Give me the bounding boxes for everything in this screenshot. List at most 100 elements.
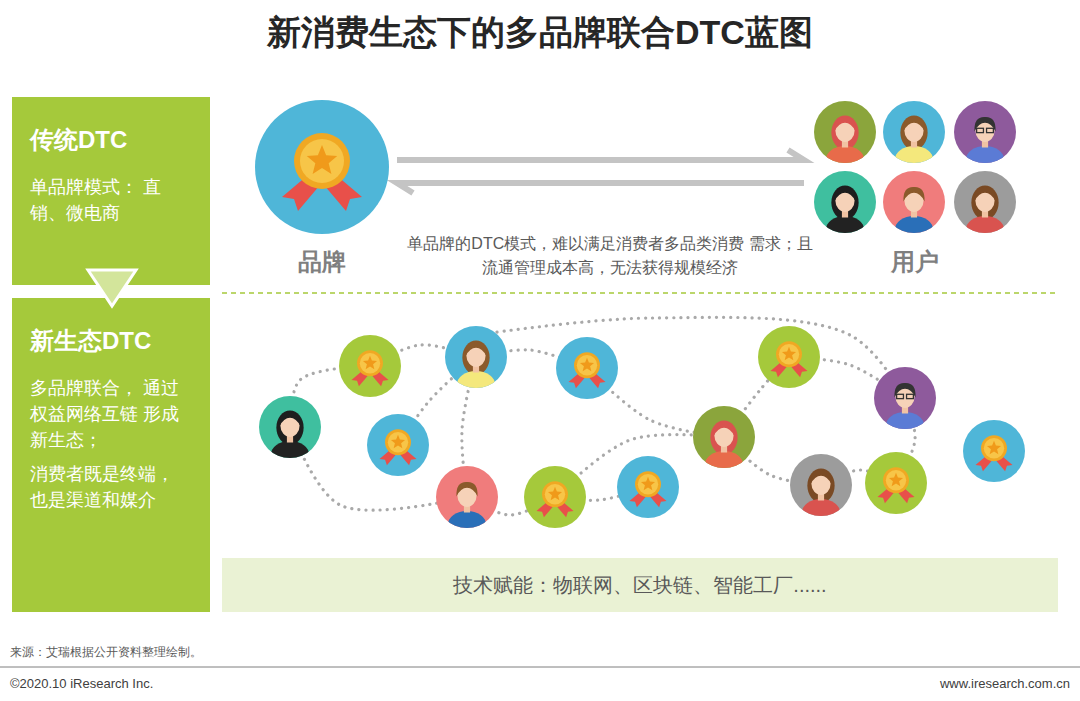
- illustration-part: [705, 451, 743, 479]
- user-icon: [883, 101, 945, 174]
- user-icon: [883, 171, 945, 238]
- person-figure: [886, 383, 924, 440]
- network-brand-icon: [367, 414, 429, 476]
- illustration-part: [448, 511, 486, 539]
- medal-badge-circle: [963, 420, 1025, 482]
- medal-disc-inner: [577, 355, 597, 375]
- person-figure: [826, 116, 864, 174]
- person-figure: [895, 187, 933, 238]
- illustration-part: [834, 117, 855, 131]
- network-illustration: [259, 317, 1025, 539]
- network-user-icon: [436, 466, 498, 539]
- illustration-part: [903, 187, 924, 201]
- illustration-part: [886, 412, 924, 440]
- network-brand-icon: [865, 452, 927, 514]
- network-user-icon: [790, 454, 852, 527]
- illustration-part: [462, 341, 489, 375]
- illustration-part: [971, 186, 998, 220]
- medal-disc: [635, 471, 661, 497]
- illustration-part: [271, 441, 309, 469]
- illustration-part: [456, 482, 477, 496]
- medal-star: [580, 358, 594, 371]
- panel-heading: 新生态DTC: [30, 324, 194, 359]
- medal-badge-circle: [758, 326, 820, 388]
- illustration-part: [834, 187, 855, 201]
- illustration-part: [279, 412, 300, 426]
- brand-medal: [255, 100, 389, 234]
- illustration-part: [710, 421, 737, 455]
- network-user-icon: [693, 406, 755, 479]
- illustration-part: [966, 216, 1004, 238]
- medal-star: [889, 473, 903, 486]
- network-brand-icon: [556, 337, 618, 399]
- illustration-part: [903, 117, 924, 131]
- medal-disc: [357, 350, 383, 376]
- network-user-icon: [874, 367, 936, 440]
- person-figure: [895, 116, 933, 174]
- user-icon: [814, 101, 876, 174]
- users-illustration: [812, 98, 1018, 238]
- medal-disc: [981, 435, 1007, 461]
- divider-line: [222, 292, 1058, 294]
- medal-star: [987, 441, 1001, 454]
- person-figure: [826, 186, 864, 238]
- medal-disc: [776, 341, 802, 367]
- illustration-part: [894, 383, 915, 397]
- person-figure: [966, 186, 1004, 238]
- tech-band: 技术赋能：物联网、区块链、智能工厂......: [222, 558, 1058, 612]
- illustration-part: [457, 371, 495, 399]
- website: www.iresearch.com.cn: [770, 674, 1070, 694]
- illustration-part: [826, 216, 864, 238]
- network-brand-icon: [617, 456, 679, 518]
- user-icon: [814, 171, 876, 238]
- category-panel: 新生态DTC多品牌联合， 通过权益网络互链 形成新生态；消费者既是终端， 也是渠…: [12, 298, 210, 612]
- illustration-part: [895, 146, 933, 174]
- network-dotted-link: [476, 317, 905, 398]
- illustration-part: [977, 128, 984, 132]
- medal-badge-circle: [617, 456, 679, 518]
- illustration-part: [907, 394, 914, 398]
- medal-badge-circle: [556, 337, 618, 399]
- network-brand-icon: [524, 466, 586, 528]
- user-group: 用户: [812, 98, 1018, 284]
- illustration-part: [826, 146, 864, 174]
- medal-disc-inner: [388, 432, 408, 452]
- flow-arrow: [397, 183, 804, 193]
- brand-illustration: [255, 98, 389, 238]
- illustration-part: [900, 116, 927, 150]
- medal-star: [548, 487, 562, 500]
- medal-badge-circle: [367, 414, 429, 476]
- medal-star: [307, 145, 337, 174]
- down-triangle: [88, 270, 136, 306]
- illustration-part: [974, 187, 995, 201]
- person-figure: [457, 341, 495, 399]
- medal-disc-inner: [545, 484, 565, 504]
- person-figure: [705, 421, 743, 479]
- medal-disc-inner: [779, 344, 799, 364]
- medal-disc-inner: [300, 139, 344, 183]
- person-figure: [271, 411, 309, 469]
- node-label: 用户: [812, 246, 1018, 278]
- medal-disc: [385, 429, 411, 455]
- source-note: 来源：艾瑞根据公开资料整理绘制。: [10, 643, 510, 661]
- flow-arrow: [397, 150, 804, 160]
- illustration-part: [966, 146, 1004, 174]
- illustration-part: [895, 216, 933, 238]
- illustration-part: [831, 116, 858, 150]
- illustration-part: [987, 128, 994, 132]
- copyright: ©2020.10 iResearch Inc.: [10, 674, 310, 694]
- medal-badge-circle: [339, 335, 401, 397]
- category-panel: 传统DTC单品牌模式： 直销、微电商: [12, 97, 210, 285]
- network-brand-icon: [339, 335, 401, 397]
- brand-node: 品牌: [255, 98, 389, 284]
- panel-heading: 传统DTC: [30, 123, 194, 158]
- illustration-part: [713, 422, 734, 436]
- illustration-part: [465, 342, 486, 356]
- illustration-part: [974, 117, 995, 131]
- panel-body: 消费者既是终端， 也是渠道和媒介: [30, 461, 194, 513]
- person-figure: [448, 482, 486, 539]
- user-icon: [954, 101, 1016, 174]
- medal-star: [641, 477, 655, 490]
- illustration-part: [276, 411, 303, 445]
- medal-star: [391, 435, 405, 448]
